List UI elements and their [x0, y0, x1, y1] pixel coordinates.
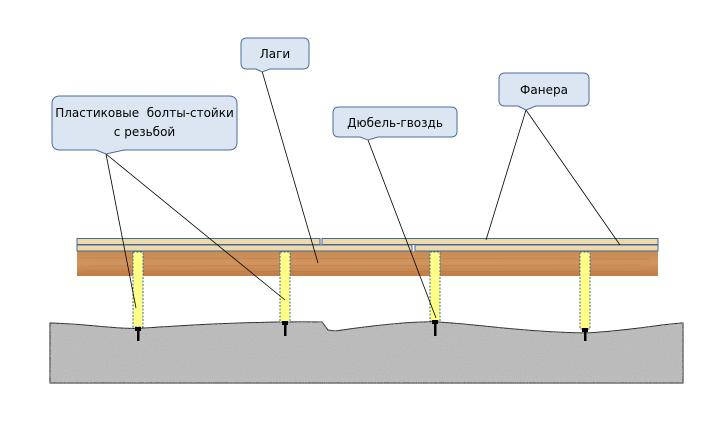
- callout-bolts: [51, 95, 238, 155]
- callout-bolts-line1: Пластиковые болты-стойки: [55, 106, 234, 120]
- callout-plywood-label: Фанера: [520, 83, 568, 97]
- leader-lines: [105, 70, 621, 319]
- bolt-posts: [132, 251, 591, 341]
- post-4: [579, 251, 591, 341]
- callout-joists: [240, 37, 310, 73]
- callout-dowel: [332, 106, 458, 141]
- callout-joists-label: Лаги: [260, 47, 290, 61]
- plywood-layers: [76, 238, 659, 252]
- callout-dowel-label: Дюбель-гвоздь: [347, 116, 443, 130]
- callout-plywood: [498, 72, 590, 111]
- post-2: [279, 251, 291, 336]
- callout-bolts-line2: с резьбой: [114, 125, 175, 139]
- concrete-slab: [49, 321, 684, 384]
- post-1: [132, 251, 144, 341]
- joist: [77, 251, 658, 276]
- post-3: [429, 251, 441, 336]
